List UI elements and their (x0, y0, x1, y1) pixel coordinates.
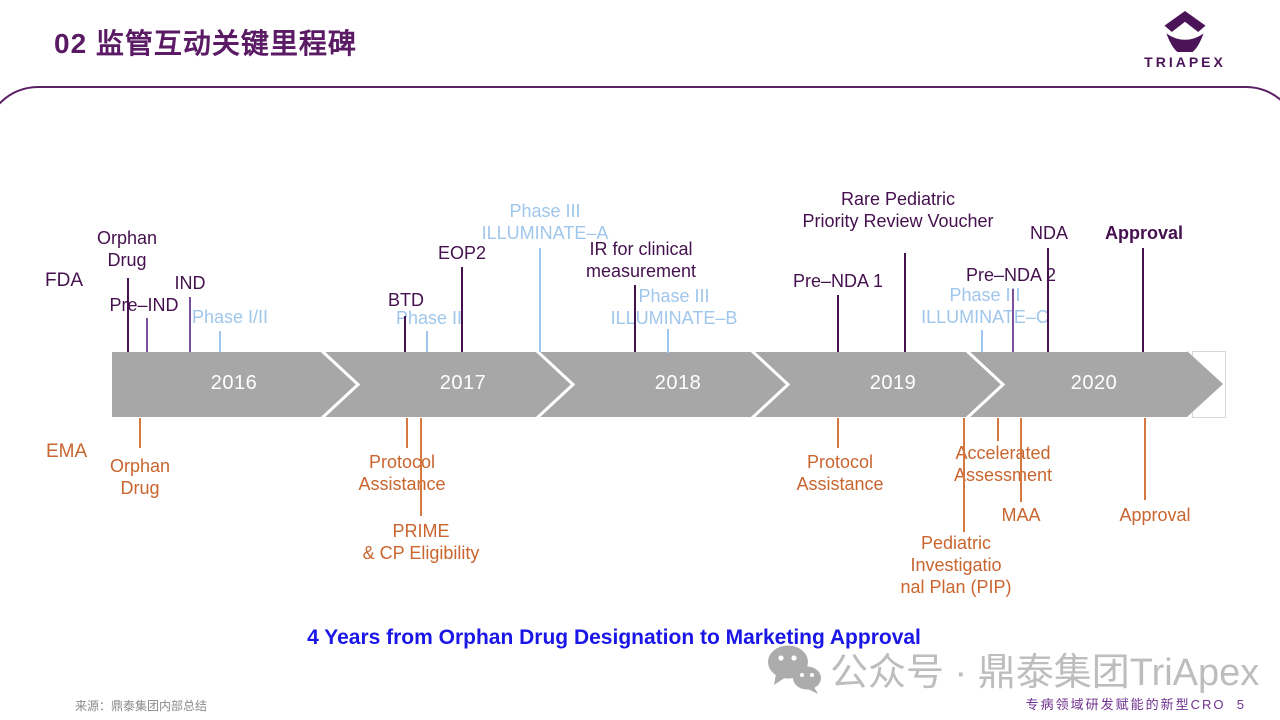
footer-tagline: 专病领域研发赋能的新型CRO 5 (1026, 694, 1246, 713)
year-label-2018: 2018 (654, 372, 702, 394)
timeline-chevron (750, 351, 790, 418)
milestone-line (1142, 248, 1144, 352)
milestone-line (146, 318, 148, 352)
milestone-line (404, 316, 406, 352)
milestone-label: Approval (1119, 505, 1191, 525)
year-label-2020: 2020 (1070, 372, 1118, 394)
page-number: 5 (1236, 697, 1246, 712)
milestone-line (997, 418, 999, 441)
milestone-label: IR for clinical measurement (585, 239, 697, 281)
year-label-2019: 2019 (869, 372, 917, 394)
milestone-label: IND (174, 273, 206, 293)
milestone-label: NDA (1029, 223, 1069, 243)
agency-label-ema: EMA (46, 441, 88, 462)
footer-tagline-text: 专病领域研发赋能的新型CRO (1025, 697, 1226, 712)
watermark-text: 公众号 · 鼎泰集团TriApex (830, 652, 1260, 694)
milestone-line (634, 285, 636, 352)
milestone-label: Approval (1104, 223, 1184, 243)
milestone-label: Phase III ILLUMINATE–A (481, 201, 609, 243)
milestone-line (904, 253, 906, 352)
wechat-icon (768, 645, 821, 694)
milestone-line (420, 418, 422, 516)
milestone-label: Orphan Drug (96, 228, 158, 270)
milestone-line (189, 297, 191, 352)
milestone-label: Protocol Assistance (358, 452, 446, 494)
milestone-label: BTD (388, 290, 424, 310)
milestone-line (461, 267, 463, 352)
footer-source: 来源：鼎泰集团内部总结 (75, 699, 208, 713)
logo-text: TRIAPEX (1144, 54, 1226, 70)
milestone-label: PRIME & CP Eligibility (362, 521, 480, 563)
milestone-line (406, 418, 408, 448)
company-logo: TRIAPEX (1140, 10, 1230, 70)
milestone-label: Pre–NDA 1 (792, 271, 884, 291)
milestone-label: MAA (1001, 505, 1041, 525)
milestone-label: Phase II (395, 308, 463, 328)
timeline-chevron (535, 351, 575, 418)
milestone-line (1047, 248, 1049, 352)
milestone-line (127, 278, 129, 352)
content-card-border (0, 86, 1280, 720)
milestone-label: Phase III ILLUMINATE–C (921, 285, 1049, 327)
milestone-line (426, 331, 428, 352)
milestone-line (539, 248, 541, 352)
milestone-label: Phase I/II (191, 307, 269, 327)
milestone-line (837, 295, 839, 352)
agency-label-fda: FDA (45, 270, 83, 291)
triapex-diamond-icon (1164, 10, 1206, 52)
milestone-label: Protocol Assistance (796, 452, 884, 494)
summary-text: 4 Years from Orphan Drug Designation to … (307, 626, 921, 649)
timeline-band (112, 352, 1187, 417)
milestone-line (1144, 418, 1146, 500)
milestone-label: Pre–IND (109, 295, 179, 315)
milestone-line (1012, 289, 1014, 352)
milestone-label: Orphan Drug (109, 456, 171, 498)
milestone-line (837, 418, 839, 448)
year-label-2016: 2016 (210, 372, 258, 394)
page-title: 02 监管互动关键里程碑 (54, 28, 357, 59)
milestone-label: EOP2 (437, 243, 487, 263)
timeline-arrowhead (1187, 351, 1223, 417)
timeline-chevron (965, 351, 1005, 418)
milestone-label: Pre–NDA 2 (965, 265, 1057, 285)
timeline-chevron (320, 351, 360, 418)
milestone-line (1020, 418, 1022, 502)
milestone-line (139, 418, 141, 448)
milestone-line (981, 330, 983, 352)
milestone-line (219, 331, 221, 352)
milestone-line (963, 418, 965, 532)
milestone-label: Pediatric Investigatio nal Plan (PIP) (900, 533, 1012, 597)
milestone-label: Accelerated Assessment (953, 443, 1053, 485)
watermark: 公众号 · 鼎泰集团TriApex (766, 641, 1259, 696)
year-label-2017: 2017 (439, 372, 487, 394)
milestone-line (667, 329, 669, 353)
milestone-label: Phase III ILLUMINATE–B (610, 286, 738, 328)
milestone-label: Rare Pediatric Priority Review Voucher (802, 189, 994, 231)
